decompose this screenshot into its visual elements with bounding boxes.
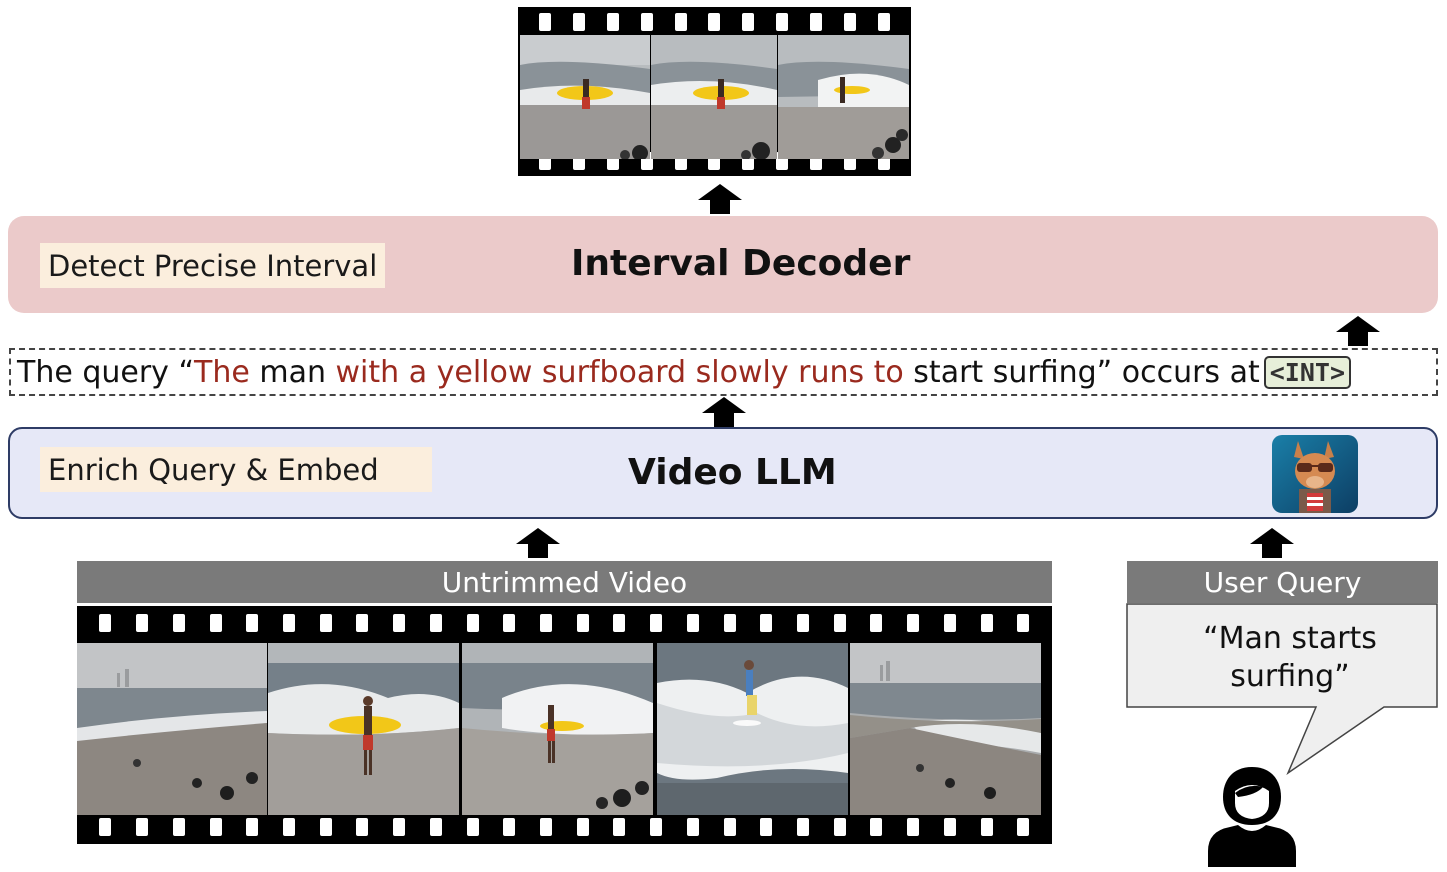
untrimmed-video-label: Untrimmed Video [77,561,1052,603]
untrimmed-video-label-text: Untrimmed Video [441,565,688,599]
query-part-3: man [249,354,336,390]
arrow-up-icon [1336,316,1380,346]
user-query-label-text: User Query [1203,565,1362,599]
arrow-up-icon [1250,528,1294,558]
user-silhouette-icon [1208,767,1296,867]
output-frame-3 [778,35,909,159]
enriched-query-sentence: The query “ The man with a yellow surfbo… [9,348,1438,396]
filmstrip-perforations-top [518,7,911,37]
video-frame-5 [850,643,1041,815]
output-frame-2 [651,35,777,159]
decoder-title: Interval Decoder [571,243,911,284]
filmstrip-perforations-top [77,608,1052,638]
llm-task-tag-text: Enrich Query & Embed [48,452,379,487]
query-part-1: The query “ [17,354,195,390]
user-query-text: “Man starts surfing” [1160,620,1420,696]
video-frame-4 [657,643,848,815]
output-frame-1 [520,35,650,159]
query-part-2: The [194,354,250,390]
int-token: <INT> [1263,355,1351,389]
query-part-5: start surfing” occurs at [903,354,1260,390]
decoder-task-tag: Detect Precise Interval [40,243,386,288]
video-frame-1 [77,643,267,815]
output-clip-filmstrip [518,7,911,176]
speech-bubble [1126,603,1438,775]
arrow-up-icon [516,528,560,558]
arrow-up-icon [698,184,742,214]
decoder-task-tag-text: Detect Precise Interval [48,248,378,283]
video-frame-3 [462,643,653,815]
llm-title: Video LLM [628,452,837,493]
filmstrip-perforations-bottom [77,812,1052,842]
video-frame-2 [268,643,459,815]
arrow-up-icon [702,397,746,427]
user-query-label: User Query [1127,561,1438,603]
user-query-text-content: “Man starts surfing” [1203,621,1377,694]
llama-with-sunglasses-icon [1272,435,1358,513]
llm-task-tag: Enrich Query & Embed [40,447,432,492]
input-video-filmstrip [77,606,1052,844]
query-part-4: with a yellow surfboard slowly runs to [335,354,904,390]
